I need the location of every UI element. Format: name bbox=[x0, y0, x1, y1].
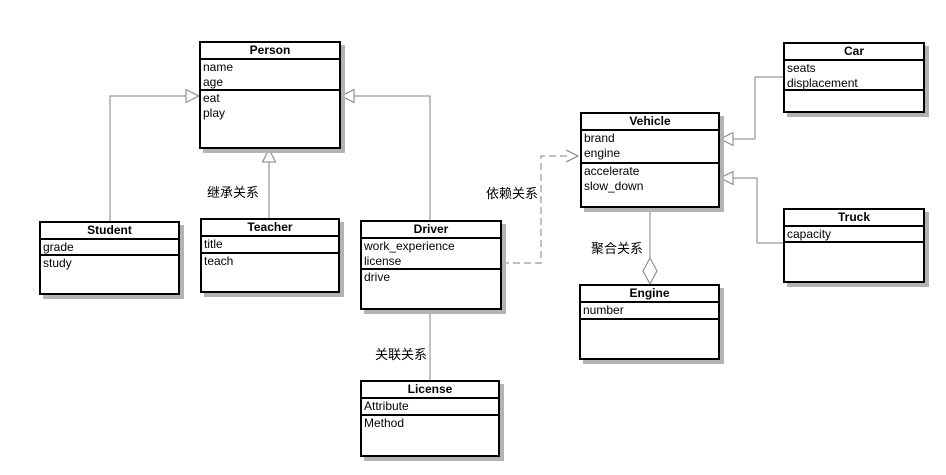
class-truck: Truck capacity bbox=[783, 208, 925, 283]
class-person: Person name age eat play bbox=[199, 41, 341, 149]
inheritance-line-truck-vehicle bbox=[733, 177, 783, 244]
inheritance-triangle-truck-vehicle bbox=[718, 170, 734, 186]
class-vehicle-attributes: brand engine bbox=[582, 131, 718, 164]
method: slow_down bbox=[584, 179, 644, 193]
attribute: seats bbox=[787, 61, 816, 75]
class-engine: Engine number bbox=[579, 284, 720, 360]
class-car-name: Car bbox=[785, 44, 923, 61]
label-inheritance: 继承关系 bbox=[207, 186, 260, 201]
class-person-name: Person bbox=[201, 43, 339, 60]
method: study bbox=[43, 256, 72, 270]
method: teach bbox=[204, 254, 234, 268]
class-truck-attributes: capacity bbox=[785, 227, 923, 243]
class-license-attributes: Attribute bbox=[362, 399, 498, 416]
attribute: age bbox=[203, 75, 224, 89]
attribute: displacement bbox=[787, 76, 858, 90]
attribute: title bbox=[204, 237, 223, 251]
class-teacher-methods: teach bbox=[202, 254, 338, 269]
method: drive bbox=[364, 270, 391, 284]
class-teacher-name: Teacher bbox=[202, 220, 338, 237]
inheritance-line-car-vehicle bbox=[733, 76, 783, 140]
method: accelerate bbox=[584, 164, 640, 178]
attribute: name bbox=[203, 60, 234, 74]
dependency-line-driver-vehicle bbox=[502, 155, 567, 264]
attribute: number bbox=[583, 303, 624, 317]
inheritance-triangle-student-person bbox=[185, 88, 201, 104]
class-student: Student grade study bbox=[39, 221, 180, 295]
dependency-arrowhead-driver-vehicle bbox=[565, 149, 580, 163]
attribute: work_experience bbox=[364, 239, 455, 253]
class-engine-name: Engine bbox=[581, 286, 718, 303]
class-driver-attributes: work_experience license bbox=[362, 239, 500, 270]
class-truck-name: Truck bbox=[785, 210, 923, 227]
class-license: License Attribute Method bbox=[360, 380, 500, 457]
attribute: brand bbox=[584, 131, 615, 145]
method: play bbox=[203, 106, 226, 120]
class-vehicle-methods: accelerate slow_down bbox=[582, 164, 718, 194]
attribute: grade bbox=[43, 240, 74, 254]
class-car: Car seats displacement bbox=[783, 42, 925, 113]
inheritance-line-student-person bbox=[109, 95, 186, 221]
label-dependency: 依赖关系 bbox=[486, 187, 539, 202]
class-student-methods: study bbox=[41, 256, 178, 271]
class-engine-attributes: number bbox=[581, 303, 718, 320]
method: eat bbox=[203, 91, 220, 105]
class-student-attributes: grade bbox=[41, 240, 178, 256]
class-teacher: Teacher title teach bbox=[200, 218, 340, 293]
aggregation-diamond-engine bbox=[642, 256, 658, 286]
label-association: 关联关系 bbox=[375, 348, 428, 363]
class-driver-methods: drive bbox=[362, 270, 500, 285]
inheritance-triangle-teacher-person bbox=[261, 147, 277, 163]
class-person-attributes: name age bbox=[201, 60, 339, 91]
class-license-methods: Method bbox=[362, 416, 498, 431]
class-teacher-attributes: title bbox=[202, 237, 338, 254]
inheritance-line-driver-person bbox=[354, 95, 431, 220]
class-person-methods: eat play bbox=[201, 91, 339, 121]
attribute: engine bbox=[584, 146, 621, 160]
class-student-name: Student bbox=[41, 223, 178, 240]
class-license-name: License bbox=[362, 382, 498, 399]
class-vehicle: Vehicle brand engine accelerate slow_dow… bbox=[580, 112, 720, 208]
class-driver: Driver work_experience license drive bbox=[360, 220, 502, 310]
class-vehicle-name: Vehicle bbox=[582, 114, 718, 131]
label-aggregation: 聚合关系 bbox=[591, 242, 644, 257]
inheritance-triangle-car-vehicle bbox=[718, 131, 734, 147]
method: Method bbox=[364, 416, 405, 430]
attribute: capacity bbox=[787, 227, 832, 241]
class-driver-name: Driver bbox=[362, 222, 500, 239]
attribute: license bbox=[364, 254, 402, 268]
attribute: Attribute bbox=[364, 399, 409, 413]
inheritance-triangle-driver-person bbox=[339, 88, 355, 104]
class-car-attributes: seats displacement bbox=[785, 61, 923, 91]
